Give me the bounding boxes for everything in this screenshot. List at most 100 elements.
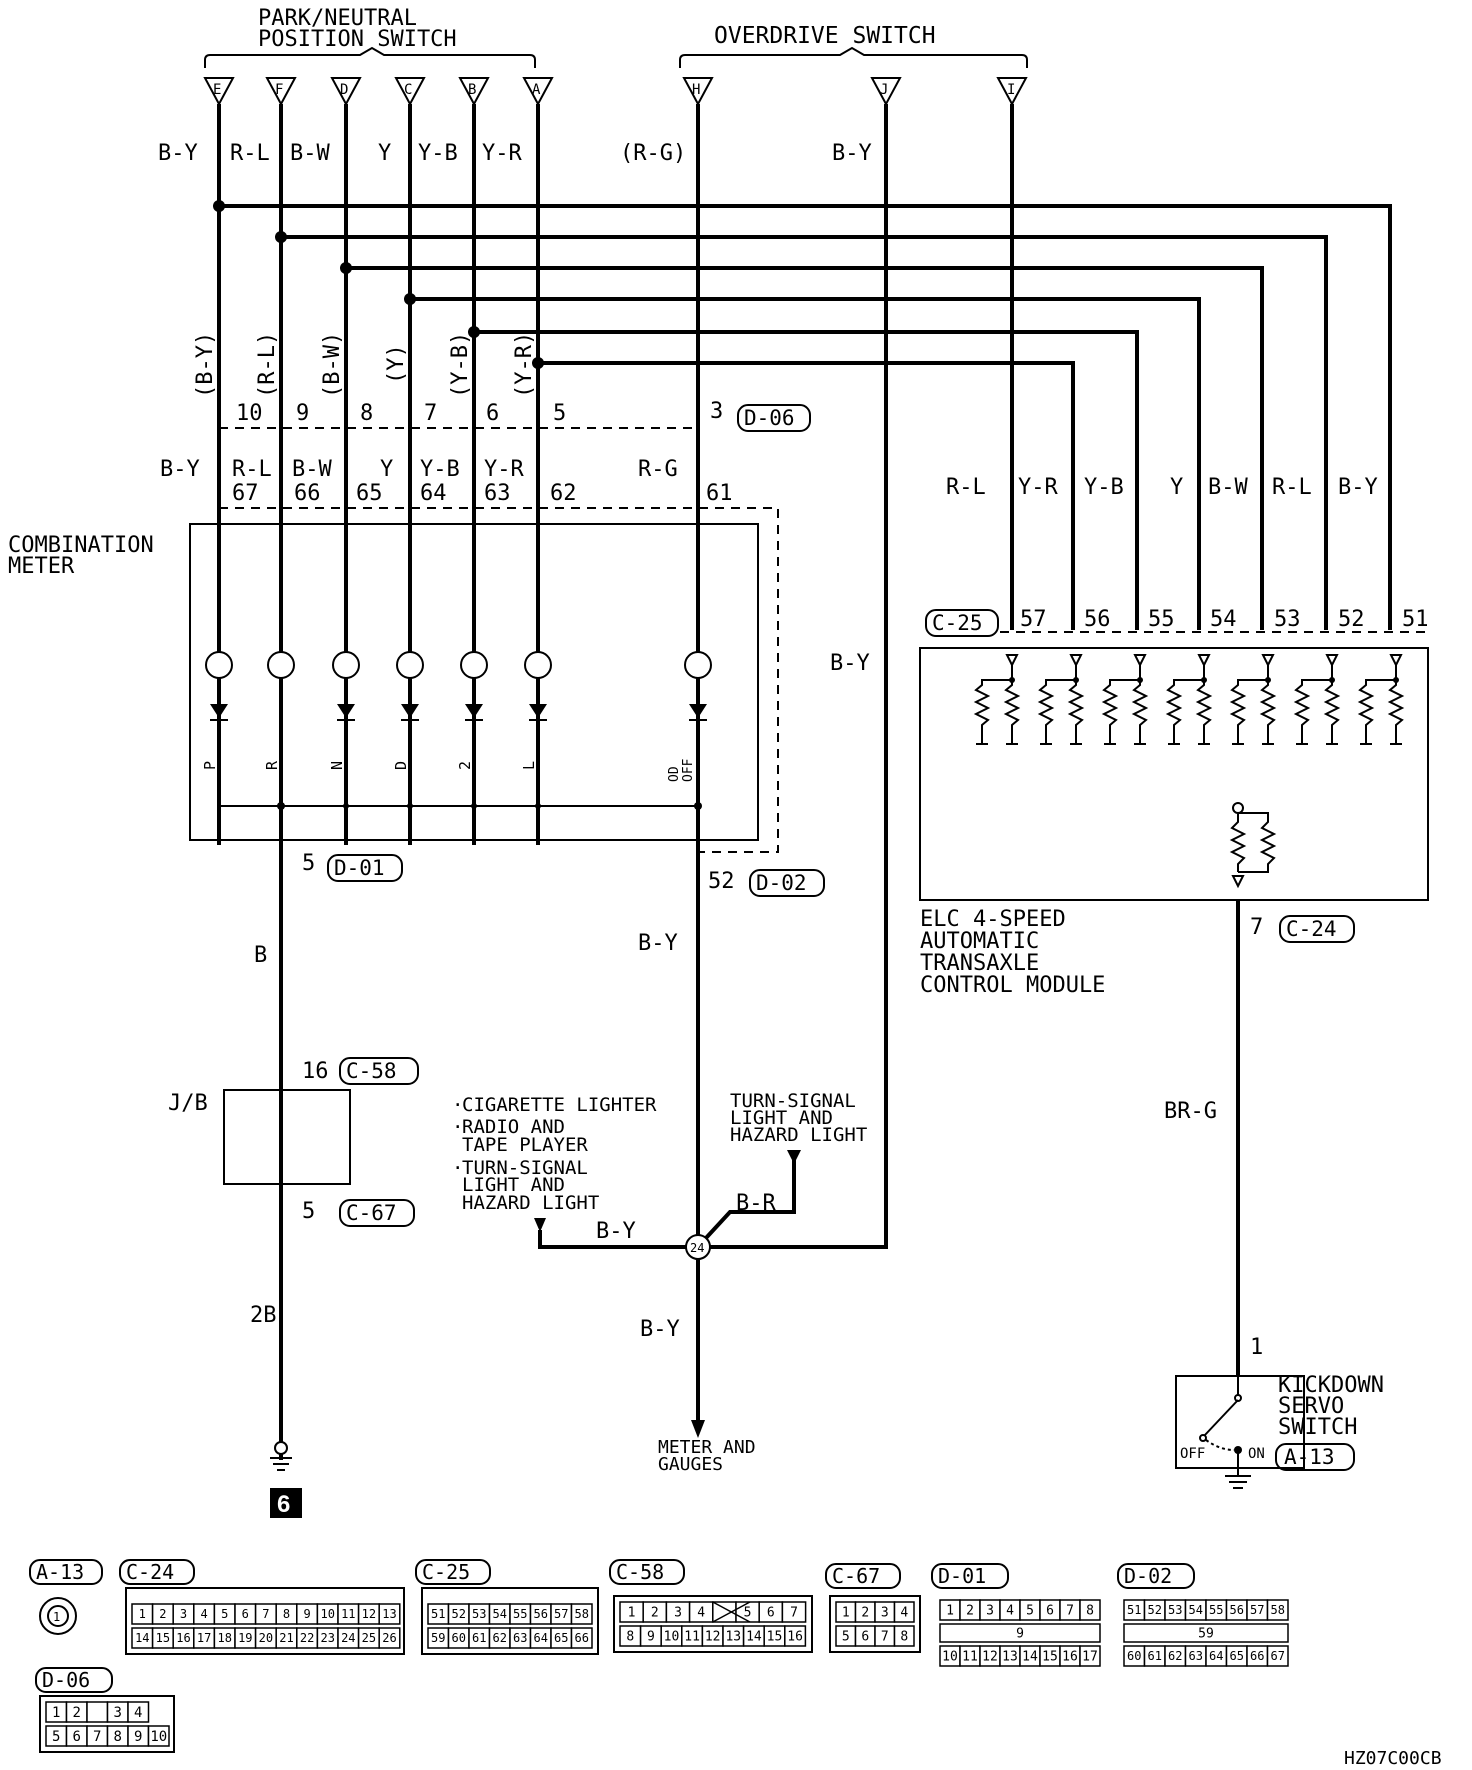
svg-text:L: L bbox=[520, 761, 538, 770]
left-load-arrow bbox=[534, 1218, 546, 1232]
svg-text:D: D bbox=[392, 761, 410, 770]
svg-text:·: · bbox=[452, 1116, 463, 1138]
connector-pin-number: 9 bbox=[1016, 1627, 1024, 1642]
splice-label: 24 bbox=[690, 1241, 704, 1255]
svg-text:6: 6 bbox=[486, 401, 499, 426]
svg-text:OFF: OFF bbox=[681, 758, 696, 782]
c67-face-label: C-67 bbox=[832, 1564, 880, 1588]
d06-label-box bbox=[737, 404, 811, 432]
connector-pin-cell bbox=[1123, 1623, 1289, 1643]
c67-face-label-box bbox=[825, 1563, 901, 1589]
ground-number: 6 bbox=[277, 1491, 290, 1518]
meter-diodes bbox=[210, 704, 707, 721]
pin-c bbox=[394, 77, 426, 107]
c58-face-outer bbox=[613, 1595, 813, 1653]
svg-text:B-W: B-W bbox=[292, 457, 332, 482]
connector-pin-cell bbox=[781, 1601, 807, 1623]
c58-blank-mark bbox=[712, 1601, 751, 1623]
connector-pin-cell bbox=[86, 1701, 109, 1723]
svg-text:(B-Y): (B-Y) bbox=[193, 332, 218, 398]
svg-text:Y-B: Y-B bbox=[420, 457, 460, 482]
svg-text:R-L: R-L bbox=[1272, 475, 1312, 500]
svg-text:1: 1 bbox=[53, 1610, 60, 1624]
pin-d bbox=[330, 77, 362, 107]
connector-pin-number: 17 bbox=[1082, 1650, 1098, 1665]
wire-label-brg: BR-G bbox=[1164, 1099, 1217, 1124]
connector-pin-number: 16 bbox=[176, 1631, 190, 1645]
connector-pin-cell bbox=[378, 1627, 401, 1649]
od-switch-title: OVERDRIVE SWITCH bbox=[714, 23, 936, 49]
wire-label-b: B bbox=[254, 943, 267, 968]
wire-j-by bbox=[698, 104, 888, 1249]
connector-pin-number: 2 bbox=[159, 1607, 166, 1621]
connector-pin-cell bbox=[893, 1601, 915, 1623]
d06-label: D-06 bbox=[744, 406, 795, 430]
pin-d-label: D bbox=[340, 82, 348, 98]
svg-text:52: 52 bbox=[1338, 607, 1365, 632]
a13-label: A-13 bbox=[1284, 1445, 1335, 1469]
kickdown-title-3: SWITCH bbox=[1278, 1415, 1357, 1440]
connector-pin-number: 63 bbox=[513, 1631, 527, 1645]
connector-pin-number: 60 bbox=[452, 1631, 466, 1645]
meter-gauges-2: GAUGES bbox=[658, 1454, 723, 1475]
wire-label-2b: 2B bbox=[250, 1303, 277, 1328]
connector-pin-number: 16 bbox=[787, 1630, 803, 1645]
connector-pin-number: 1 bbox=[842, 1606, 850, 1621]
wire-by-left-load bbox=[538, 1230, 686, 1249]
c25-face-label: C-25 bbox=[422, 1560, 470, 1584]
loads-right: TURN-SIGNAL LIGHT AND HAZARD LIGHT bbox=[730, 1090, 867, 1146]
connector-pin-number: 59 bbox=[431, 1631, 445, 1645]
loads-left: · CIGARETTE LIGHTER · RADIO AND TAPE PLA… bbox=[452, 1094, 657, 1214]
svg-text:2: 2 bbox=[456, 761, 474, 770]
ground-symbol-left bbox=[270, 1441, 292, 1471]
connector-pin-number: 2 bbox=[966, 1604, 974, 1619]
connector-pin-cell bbox=[570, 1627, 593, 1649]
connector-pin-number: 1 bbox=[139, 1607, 146, 1621]
connector-pin-number: 58 bbox=[575, 1607, 589, 1621]
connector-pin-number: 1 bbox=[946, 1604, 954, 1619]
a13-face-label-box bbox=[29, 1559, 103, 1585]
connector-pin-number: 8 bbox=[900, 1630, 908, 1645]
connector-pin-number: 55 bbox=[513, 1607, 527, 1621]
kickdown-pin: 1 bbox=[1250, 1335, 1263, 1360]
svg-text:62: 62 bbox=[550, 481, 577, 506]
svg-text:HAZARD LIGHT: HAZARD LIGHT bbox=[730, 1124, 867, 1146]
wire-label-by-lower: B-Y bbox=[596, 1219, 636, 1244]
connector-pin-number: 64 bbox=[534, 1631, 548, 1645]
svg-text:(Y): (Y) bbox=[384, 344, 409, 384]
connector-pin-cell bbox=[127, 1701, 150, 1723]
connector-pin-number: 4 bbox=[900, 1606, 908, 1621]
d02-face-label: D-02 bbox=[1124, 1564, 1172, 1588]
connector-pin-number: 18 bbox=[217, 1631, 231, 1645]
connector-pin-cell bbox=[1266, 1645, 1289, 1667]
connector-pin-number: 3 bbox=[114, 1705, 122, 1721]
connector-pin-number: 51 bbox=[431, 1607, 445, 1621]
park-switch-brace bbox=[204, 46, 536, 68]
connector-pin-number: 56 bbox=[534, 1607, 548, 1621]
wire-label-by-mid: B-Y bbox=[638, 931, 678, 956]
wire-label-by-top: B-Y bbox=[158, 141, 198, 166]
connector-pin-number: 6 bbox=[861, 1630, 869, 1645]
connector-pin-number: 62 bbox=[1168, 1649, 1182, 1663]
c24-face-label: C-24 bbox=[126, 1560, 174, 1584]
connector-pin-number: 62 bbox=[493, 1631, 507, 1645]
branch-wires-to-tcm bbox=[213, 200, 1392, 630]
connector-pin-number: 12 bbox=[705, 1630, 721, 1645]
jb-out-pin: 5 bbox=[302, 1199, 315, 1224]
c24-label-box bbox=[1279, 915, 1355, 943]
connector-pin-number: 8 bbox=[283, 1607, 290, 1621]
connector-pin-number: 4 bbox=[697, 1606, 705, 1621]
pin-c-label: C bbox=[404, 82, 412, 98]
connector-pin-number: 52 bbox=[1148, 1603, 1162, 1617]
connector-pin-number: 63 bbox=[1189, 1649, 1203, 1663]
pin-h bbox=[682, 77, 714, 107]
connector-pin-number: 25 bbox=[362, 1631, 376, 1645]
connector-pin-number: 65 bbox=[1230, 1649, 1244, 1663]
svg-text:(R-L): (R-L) bbox=[255, 332, 280, 398]
svg-text:Y-B: Y-B bbox=[1084, 475, 1124, 500]
d01-face-label-box bbox=[931, 1563, 1009, 1589]
d06-wire-labels: (B-Y) (R-L) (B-W) (Y) (Y-B) (Y-R) bbox=[193, 332, 537, 398]
wire-label-by-j: B-Y bbox=[832, 141, 872, 166]
pin-h-label: H bbox=[692, 82, 700, 98]
